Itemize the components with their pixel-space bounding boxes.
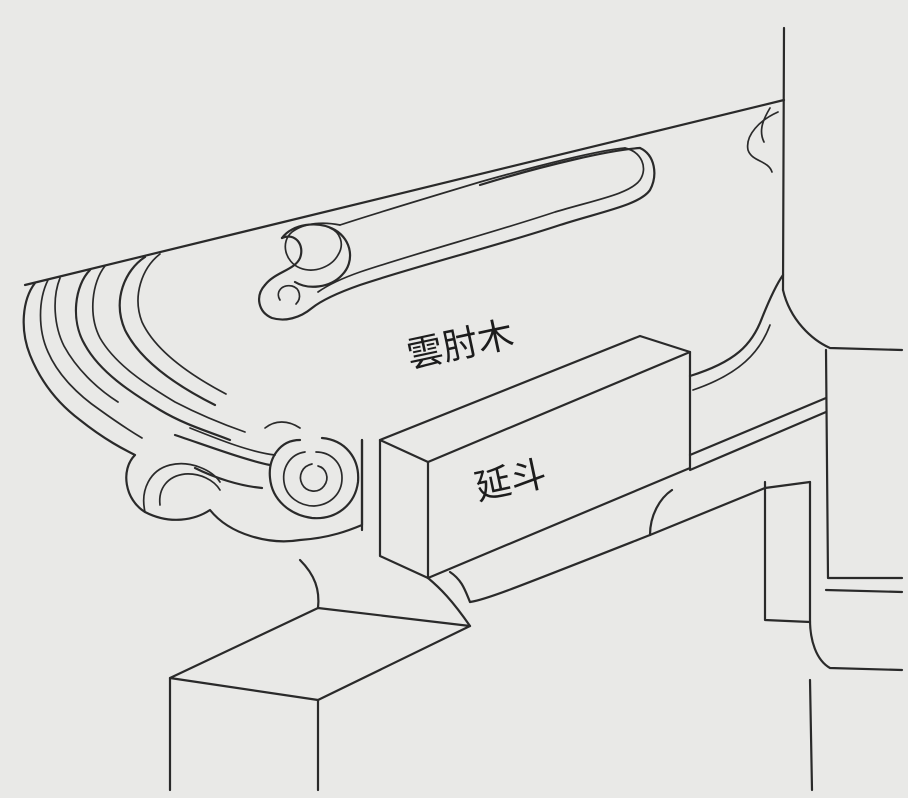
label-cloud-bracket: 雲肘木 [403,314,517,377]
upper-scroll [258,146,656,321]
bracket-underside [688,273,785,391]
cloud-bracket [22,253,364,543]
bearing-block [360,334,692,580]
column-post [781,26,904,792]
lower-scroll [264,421,360,520]
corner-scroll [746,107,779,173]
beam [448,396,828,624]
label-bearing-block: 延斗 [471,454,550,509]
base-block [168,558,472,792]
bracket-top-edge [23,98,786,287]
